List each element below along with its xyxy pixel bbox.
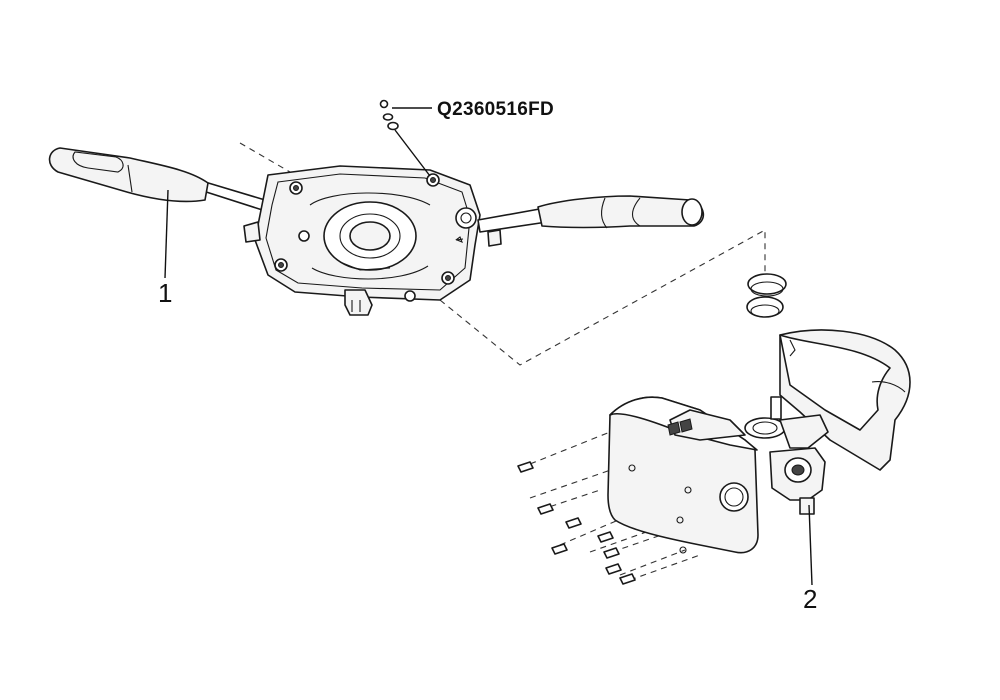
callout-leaders [164, 107, 813, 586]
right-lever-handle [537, 195, 705, 229]
right-lever-stalk [477, 207, 548, 233]
column-internals [667, 396, 829, 515]
combination-switch-assembly [48, 147, 705, 316]
retaining-clips [746, 273, 787, 318]
callout-1-label: 1 [158, 278, 172, 308]
upper-column-shroud [779, 329, 911, 471]
part-code-label: Q2360516FD [437, 99, 554, 120]
callout-2-label: 2 [803, 584, 817, 614]
shroud-screws [517, 461, 636, 585]
leader-1 [164, 189, 169, 279]
left-lever-handle [48, 147, 209, 203]
leader-2 [808, 504, 813, 586]
screw-and-washers [379, 99, 431, 177]
